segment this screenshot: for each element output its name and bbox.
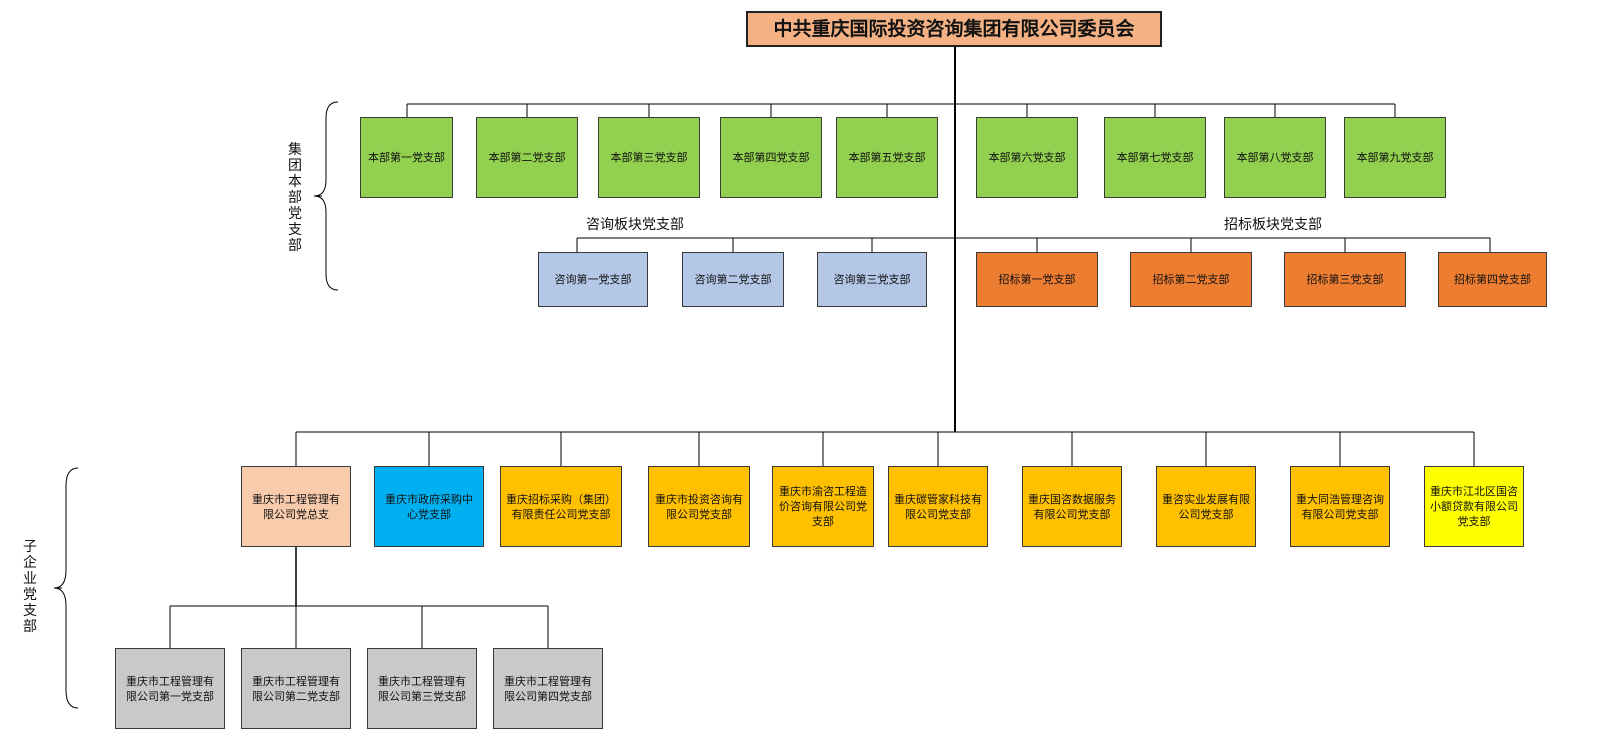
hq-branch-6: 本部第六党支部 — [976, 117, 1078, 198]
hq-branch-9: 本部第九党支部 — [1344, 117, 1446, 198]
sub-microloan: 重庆市江北区国咨小额贷款有限公司党支部 — [1424, 466, 1524, 547]
hq-branch-7: 本部第七党支部 — [1104, 117, 1206, 198]
hq-side-label: 集团本部党支部 — [288, 142, 302, 254]
engineering-branch-1: 重庆市工程管理有限公司第一党支部 — [115, 648, 225, 729]
hq-branch-8: 本部第八党支部 — [1224, 117, 1326, 198]
sub-side-label: 子企业党支部 — [23, 539, 37, 635]
bidding-branch-2: 招标第二党支部 — [1130, 252, 1252, 307]
bidding-group-title: 招标板块党支部 — [1224, 217, 1322, 233]
hq-branch-2: 本部第二党支部 — [476, 117, 578, 198]
consulting-group-title: 咨询板块党支部 — [586, 217, 684, 233]
sub-industrial-dev: 重咨实业发展有限公司党支部 — [1156, 466, 1256, 547]
engineering-branch-2: 重庆市工程管理有限公司第二党支部 — [241, 648, 351, 729]
engineering-branch-4: 重庆市工程管理有限公司第四党支部 — [493, 648, 603, 729]
sub-cost-consulting: 重庆市渝咨工程造价咨询有限公司党支部 — [772, 466, 874, 547]
sub-tonghao-consulting: 重大同浩管理咨询有限公司党支部 — [1290, 466, 1390, 547]
top-committee-box: 中共重庆国际投资咨询集团有限公司委员会 — [746, 11, 1162, 47]
bidding-branch-4: 招标第四党支部 — [1438, 252, 1547, 307]
consulting-branch-2: 咨询第二党支部 — [682, 252, 784, 307]
engineering-branch-3: 重庆市工程管理有限公司第三党支部 — [367, 648, 477, 729]
sub-data-service: 重庆国咨数据服务有限公司党支部 — [1022, 466, 1122, 547]
hq-branch-4: 本部第四党支部 — [720, 117, 822, 198]
sub-bidding-group: 重庆招标采购（集团）有限责任公司党支部 — [500, 466, 622, 547]
sub-carbon-tech: 重庆碳管家科技有限公司党支部 — [888, 466, 988, 547]
hq-branch-3: 本部第三党支部 — [598, 117, 700, 198]
hq-branch-1: 本部第一党支部 — [360, 117, 453, 198]
sub-investment-consulting: 重庆市投资咨询有限公司党支部 — [648, 466, 750, 547]
consulting-branch-3: 咨询第三党支部 — [817, 252, 927, 307]
consulting-branch-1: 咨询第一党支部 — [538, 252, 648, 307]
bidding-branch-3: 招标第三党支部 — [1284, 252, 1406, 307]
sub-engineering-mgmt: 重庆市工程管理有限公司党总支 — [241, 466, 351, 547]
hq-branch-5: 本部第五党支部 — [836, 117, 938, 198]
bidding-branch-1: 招标第一党支部 — [976, 252, 1098, 307]
sub-procurement-center: 重庆市政府采购中心党支部 — [374, 466, 484, 547]
